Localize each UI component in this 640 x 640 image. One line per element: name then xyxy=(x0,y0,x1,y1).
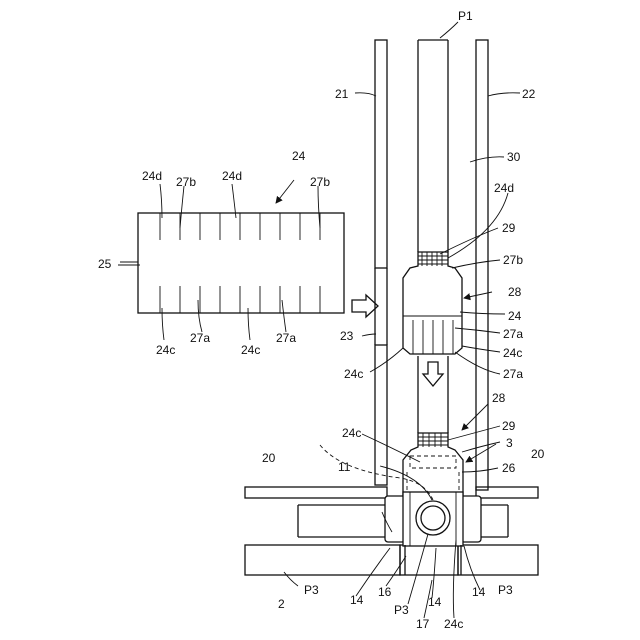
label-14-a: 14 xyxy=(350,593,364,607)
label-23: 23 xyxy=(340,329,354,343)
label-p1: P1 xyxy=(458,9,473,23)
label-27a-left: 27a xyxy=(190,331,210,345)
label-24c-l: 24c xyxy=(344,367,363,381)
label-3: 3 xyxy=(506,436,513,450)
pointer-28-lower xyxy=(462,404,488,430)
label-16: 16 xyxy=(378,585,392,599)
label-27b-right: 27b xyxy=(310,175,330,189)
sleeve-24-expanded xyxy=(138,213,344,313)
label-20-right: 20 xyxy=(531,447,545,461)
label-14-b: 14 xyxy=(428,595,442,609)
wall-22 xyxy=(476,40,488,490)
label-27b-left: 27b xyxy=(176,175,196,189)
label-21: 21 xyxy=(335,87,349,101)
label-24c-mid: 24c xyxy=(241,343,260,357)
label-27a-right: 27a xyxy=(276,331,296,345)
label-24c-bot: 24c xyxy=(342,426,361,440)
label-24d-left: 24d xyxy=(142,169,162,183)
pointer-24 xyxy=(276,180,294,203)
down-arrow xyxy=(423,362,443,386)
label-p3-right: P3 xyxy=(498,583,513,597)
label-2: 2 xyxy=(278,597,285,611)
label-25: 25 xyxy=(98,257,112,271)
label-24-r: 24 xyxy=(508,309,522,323)
wall-21 xyxy=(375,40,387,485)
label-24-top: 24 xyxy=(292,149,306,163)
label-24c-base: 24c xyxy=(444,617,463,631)
label-22: 22 xyxy=(522,87,536,101)
label-p3-left: P3 xyxy=(304,583,319,597)
label-11: 11 xyxy=(338,460,351,474)
label-p3-mid: P3 xyxy=(394,603,409,617)
label-24d-mid: 24d xyxy=(222,169,242,183)
label-27a-r2: 27a xyxy=(503,367,523,381)
label-30: 30 xyxy=(507,150,521,164)
label-24d-right: 24d xyxy=(494,181,514,195)
label-20-left: 20 xyxy=(262,451,276,465)
label-29-bot: 29 xyxy=(502,419,516,433)
label-29-top: 29 xyxy=(502,221,516,235)
label-26: 26 xyxy=(502,461,516,475)
label-17: 17 xyxy=(416,617,430,631)
insert-arrow xyxy=(352,295,378,317)
label-24c-r: 24c xyxy=(503,346,522,360)
label-27b-r: 27b xyxy=(503,253,523,267)
label-24c-left: 24c xyxy=(156,343,175,357)
label-28-bot: 28 xyxy=(492,391,506,405)
label-27a-r1: 27a xyxy=(503,327,523,341)
label-28-top: 28 xyxy=(508,285,522,299)
label-14-c: 14 xyxy=(472,585,486,599)
lower-slab-2 xyxy=(245,545,538,575)
